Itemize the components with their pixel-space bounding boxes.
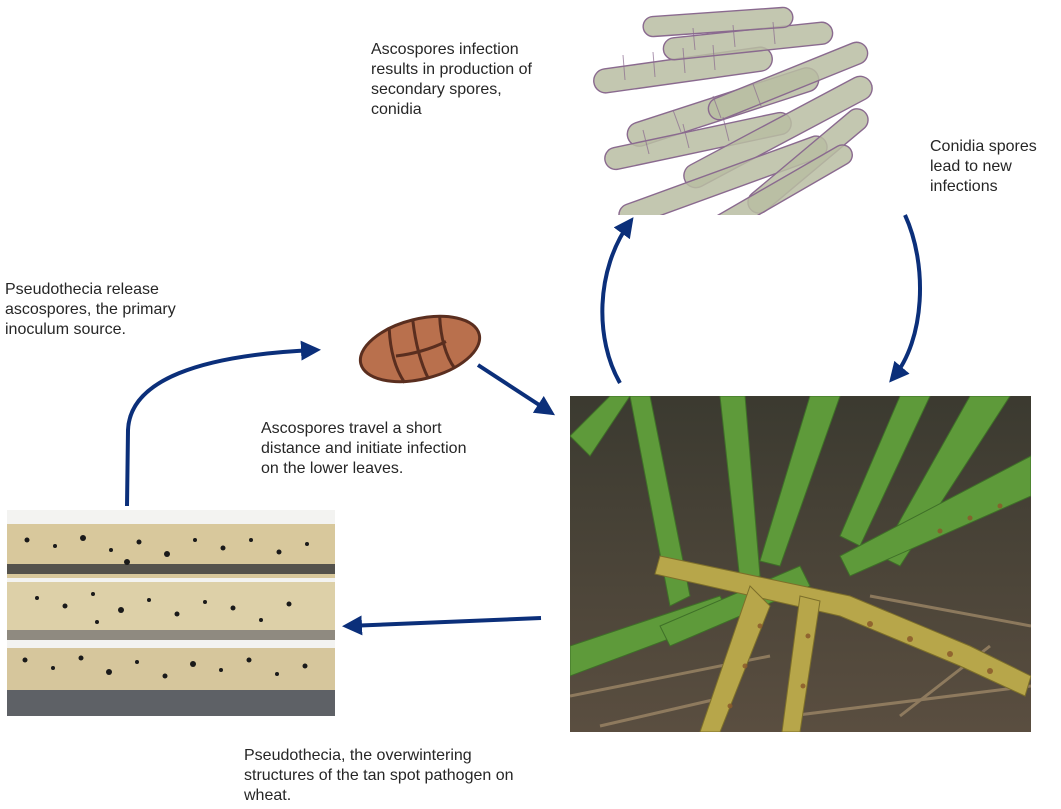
label-conidia-new-infections: Conidia spores lead to new infections	[930, 137, 1061, 197]
label-pseudothecia-overwinter: Pseudothecia, the overwintering structur…	[244, 746, 564, 806]
ascospore-drawing	[355, 312, 485, 386]
conidia-micrograph-image	[583, 0, 886, 215]
label-pseudothecia-release: Pseudothecia release ascospores, the pri…	[5, 280, 245, 340]
arrow-conidia-to-wheat	[893, 215, 920, 378]
arrow-ascospore-to-wheat	[478, 365, 550, 412]
arrow-wheat-to-stubble	[348, 618, 541, 626]
infected-wheat-photo	[570, 396, 1031, 732]
wheat-stubble-photo	[7, 510, 335, 716]
label-ascospores-travel: Ascospores travel a short distance and i…	[261, 419, 531, 479]
label-ascospore-infection: Ascospores infection results in producti…	[371, 40, 581, 120]
arrow-wheat-to-conidia	[602, 222, 630, 383]
